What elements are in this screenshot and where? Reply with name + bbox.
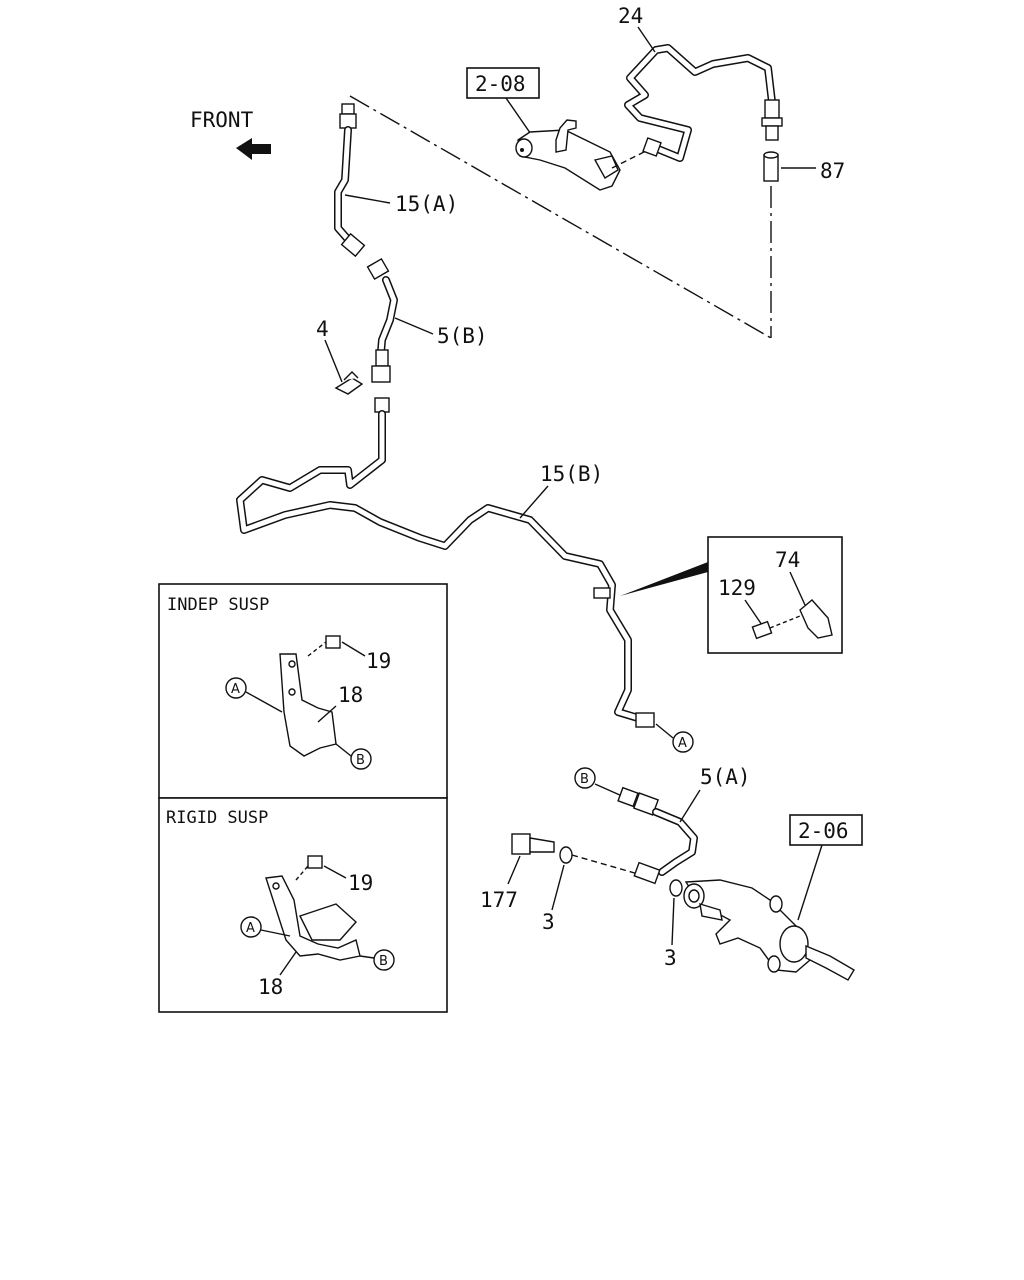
ref-2-08-text: 2-08 <box>475 72 526 96</box>
callout-5a: 5(A) <box>700 765 751 789</box>
indep-title: INDEP SUSP <box>167 595 269 615</box>
hose-5b <box>366 257 398 383</box>
inset-rigid-susp: RIGID SUSP 19 A B 18 <box>158 797 448 1013</box>
callout-3-left: 3 <box>542 910 555 934</box>
inset-indep-susp: INDEP SUSP 19 18 A B <box>158 583 448 799</box>
svg-text:B: B <box>356 753 365 768</box>
part-87 <box>763 151 779 182</box>
pipe-24 <box>624 44 783 162</box>
callout-87: 87 <box>820 159 845 183</box>
callout-4: 4 <box>316 317 329 341</box>
callout-5b: 5(B) <box>437 324 488 348</box>
ref-box-2-08[interactable]: 2-08 <box>466 67 540 99</box>
callout-15a: 15(A) <box>395 192 458 216</box>
inset-pointer <box>620 562 708 596</box>
ref-box-2-06[interactable]: 2-06 <box>789 814 863 846</box>
hose-5a <box>617 786 698 885</box>
clip-4 <box>334 371 364 395</box>
svg-text:A: A <box>231 682 240 697</box>
washer-3-right <box>669 879 683 897</box>
slave-cylinder <box>683 879 855 981</box>
detail-inset-clip: 74 129 <box>707 536 843 654</box>
callout-129: 129 <box>718 576 756 600</box>
svg-text:A: A <box>678 736 687 751</box>
svg-text:B: B <box>379 954 388 969</box>
rigid-18: 18 <box>258 975 283 999</box>
callout-24: 24 <box>618 4 643 28</box>
master-cylinder <box>515 119 621 191</box>
rigid-title: RIGID SUSP <box>166 808 268 828</box>
ref-2-06-text: 2-06 <box>798 819 849 843</box>
svg-text:A: A <box>246 921 255 936</box>
callout-15b: 15(B) <box>540 462 603 486</box>
front-label: FRONT <box>190 108 254 132</box>
callout-177: 177 <box>480 888 518 912</box>
svg-text:B: B <box>580 772 589 787</box>
washer-3-left <box>559 846 573 864</box>
pipe-15a <box>334 103 366 258</box>
callout-74: 74 <box>775 548 800 572</box>
indep-19: 19 <box>366 649 391 673</box>
pipe-15b <box>236 397 655 728</box>
front-arrow-icon <box>236 138 271 160</box>
indep-18: 18 <box>338 683 363 707</box>
marker-a: A <box>672 731 694 753</box>
bolt-177 <box>511 833 555 855</box>
callout-3-right: 3 <box>664 946 677 970</box>
marker-b: B <box>574 767 596 789</box>
rigid-19: 19 <box>348 871 373 895</box>
